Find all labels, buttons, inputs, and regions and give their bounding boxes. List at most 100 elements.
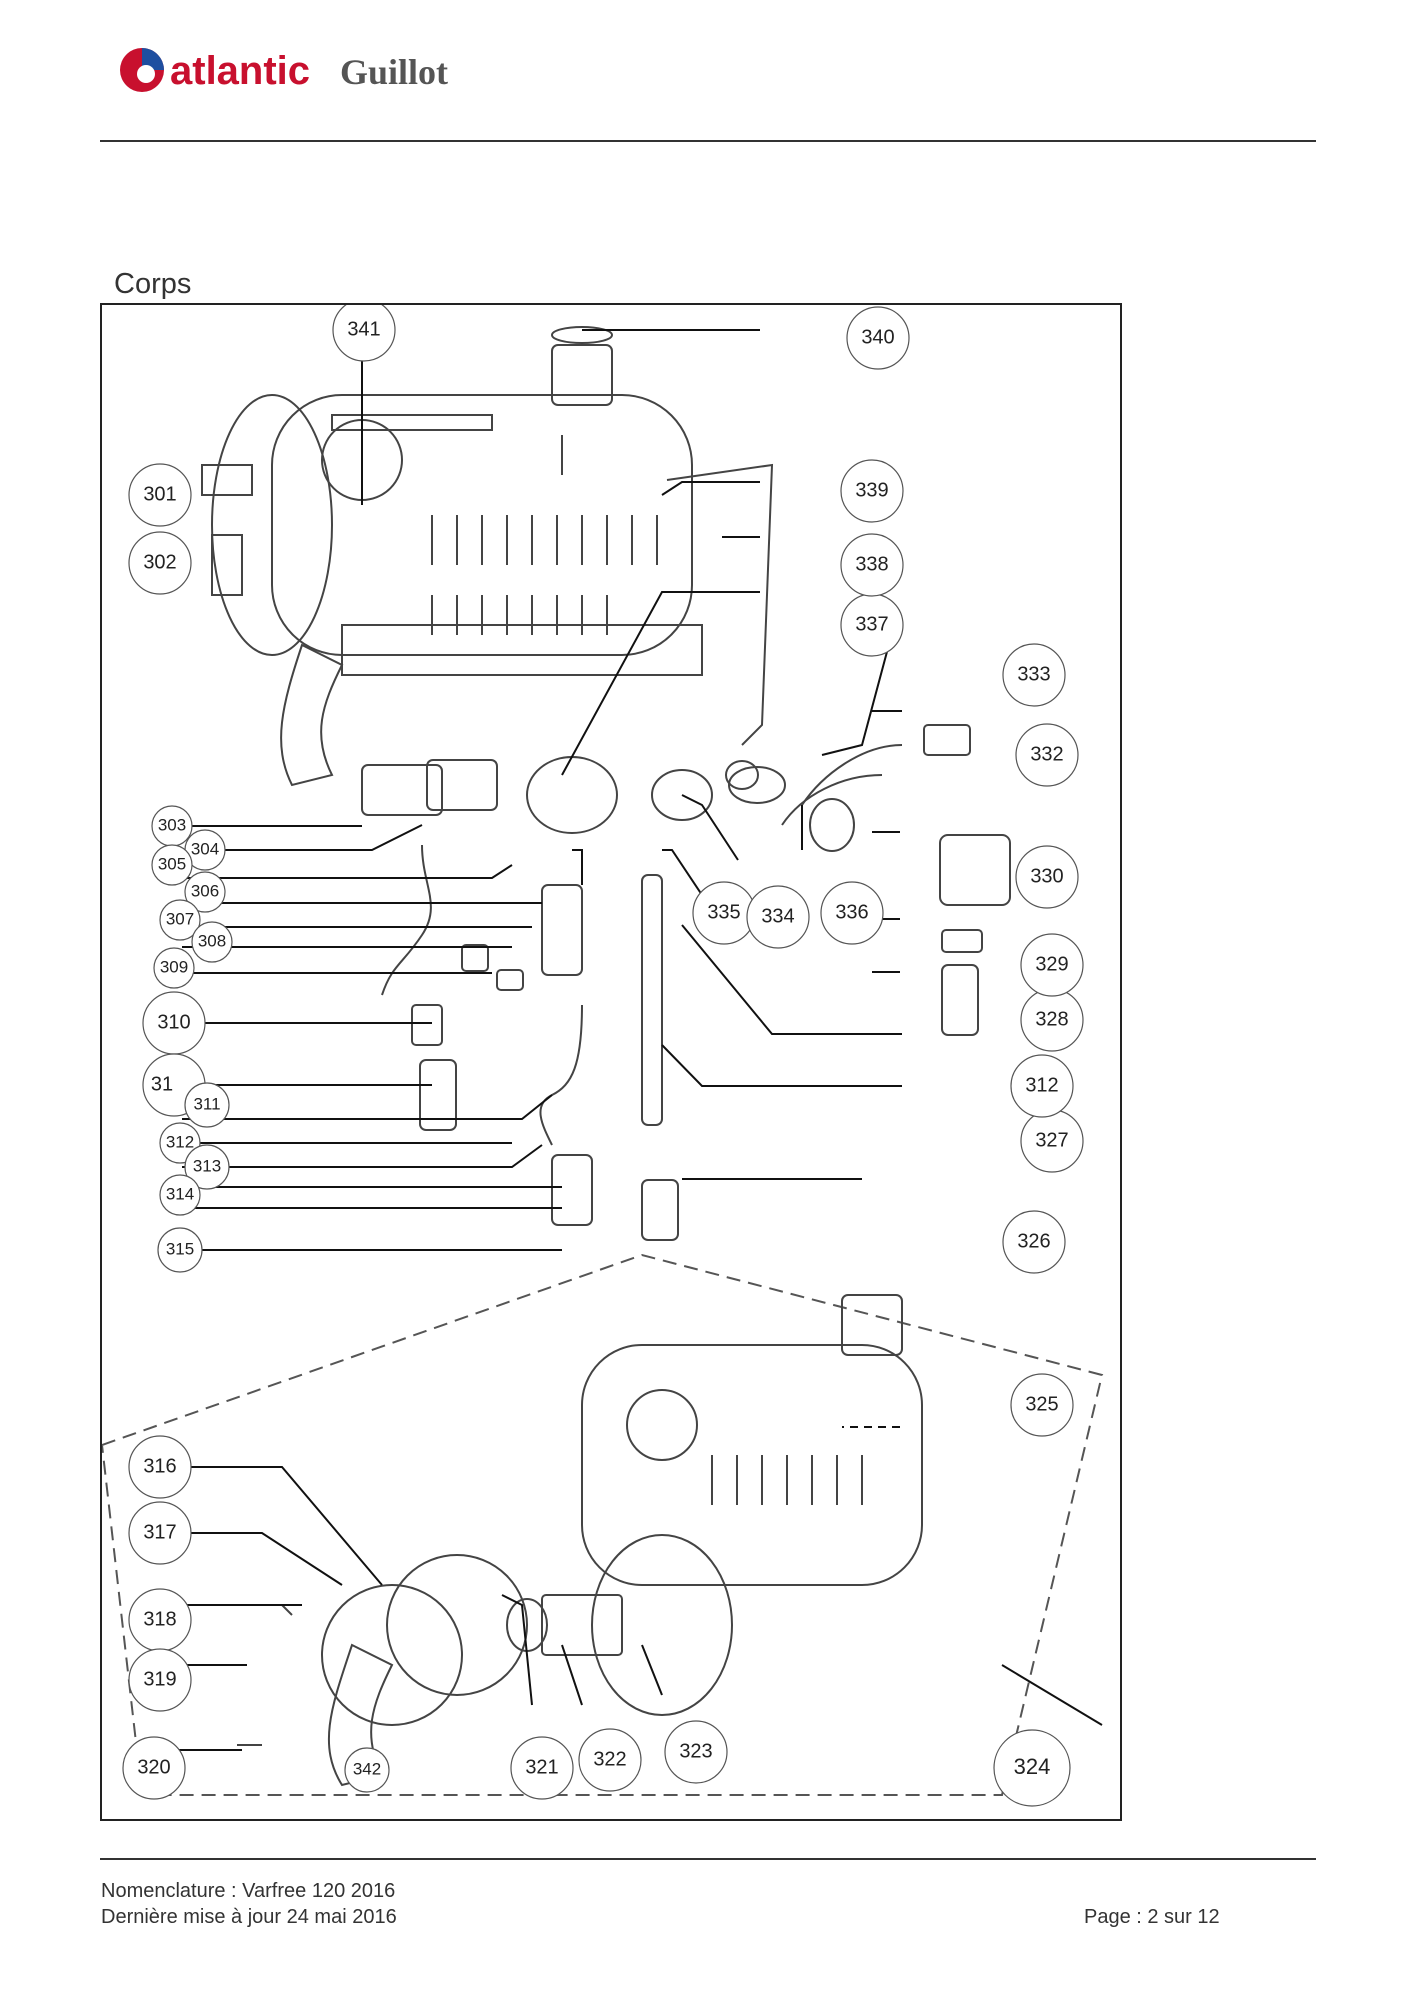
svg-text:311: 311 [193,1094,220,1113]
svg-text:307: 307 [166,909,194,928]
callout-311: 311 [184,1082,230,1128]
callout-309: 309 [153,947,195,989]
atlantic-guillot-logo: atlantic Guillot [120,48,448,93]
callout-314: 314 [159,1174,201,1216]
callout-324: 324 [993,1729,1071,1807]
callout-323: 323 [664,1720,728,1784]
svg-text:305: 305 [158,854,186,873]
callout-313: 313 [184,1144,230,1190]
svg-text:323: 323 [679,1740,712,1762]
svg-text:330: 330 [1030,865,1063,887]
leader-lines [172,329,1103,1751]
callout-337: 337 [840,593,904,657]
footer-divider [100,1858,1316,1860]
callout-302: 302 [128,531,192,595]
callout-308: 308 [191,921,233,963]
callout-342: 342 [344,1747,390,1793]
svg-text:312: 312 [1025,1074,1058,1096]
callout-325: 325 [1010,1373,1074,1437]
callout-322: 322 [578,1728,642,1792]
svg-text:304: 304 [191,839,219,858]
brand-primary: atlantic [170,49,310,93]
callout-316: 316 [128,1435,192,1499]
svg-text:321: 321 [525,1756,558,1778]
svg-text:335: 335 [707,901,740,923]
svg-text:308: 308 [198,931,226,950]
svg-text:312: 312 [166,1132,194,1151]
svg-text:334: 334 [761,905,794,927]
callout-336: 336 [820,881,884,945]
callout-321: 321 [510,1736,574,1800]
callout-317: 317 [128,1501,192,1565]
callout-312-right: 312 [1010,1054,1074,1118]
svg-text:303: 303 [158,815,186,834]
svg-text:329: 329 [1035,953,1068,975]
kit-illustration [237,1294,923,1787]
footer-last-update: Dernière mise à jour 24 mai 2016 [101,1906,397,1928]
kit-outline [102,1253,1104,1796]
callout-326: 326 [1002,1210,1066,1274]
svg-text:313: 313 [193,1156,221,1175]
svg-text:322: 322 [593,1748,626,1770]
callout-327: 327 [1020,1109,1084,1173]
svg-text:301: 301 [143,483,176,505]
svg-text:325: 325 [1025,1393,1058,1415]
callout-320: 320 [122,1736,186,1800]
callout-335: 335 [692,881,756,945]
svg-text:326: 326 [1017,1230,1050,1252]
callout-319: 319 [128,1648,192,1712]
svg-text:310: 310 [157,1011,190,1033]
callout-301: 301 [128,463,192,527]
callout-304: 304 [184,829,226,871]
svg-text:319: 319 [143,1668,176,1690]
svg-text:341: 341 [347,318,380,340]
callout-334: 334 [746,885,810,949]
callout-315: 315 [157,1227,203,1273]
callout-333: 333 [1002,643,1066,707]
boiler-body-illustration [211,326,713,834]
svg-text:309: 309 [160,957,188,976]
svg-text:318: 318 [143,1608,176,1630]
callout-305: 305 [151,844,193,886]
svg-text:31: 31 [151,1073,173,1095]
callout-332: 332 [1015,723,1079,787]
section-title: Corps [114,268,192,300]
svg-text:324: 324 [1014,1754,1051,1779]
exploded-parts-diagram: 301 302 303 304 305 306 307 308 309 310 … [102,305,1104,1807]
footer-nomenclature: Nomenclature : Varfree 120 2016 [101,1880,396,1902]
svg-text:336: 336 [835,901,868,923]
svg-text:339: 339 [855,479,888,501]
callout-340: 340 [846,306,910,370]
svg-text:333: 333 [1017,663,1050,685]
callout-328: 328 [1020,988,1084,1052]
svg-text:320: 320 [137,1756,170,1778]
callout-306: 306 [184,871,226,913]
svg-text:342: 342 [353,1759,381,1778]
svg-text:316: 316 [143,1455,176,1477]
svg-text:340: 340 [861,326,894,348]
svg-text:314: 314 [166,1184,194,1203]
callout-303: 303 [151,805,193,847]
svg-text:302: 302 [143,551,176,573]
callout-338: 338 [840,533,904,597]
callout-318: 318 [128,1588,192,1652]
svg-text:338: 338 [855,553,888,575]
svg-text:317: 317 [143,1521,176,1543]
callout-330: 330 [1015,845,1079,909]
svg-text:337: 337 [855,613,888,635]
callout-307: 307 [159,899,201,941]
brand-logo: atlantic Guillot [118,42,518,98]
brand-secondary: Guillot [340,52,448,92]
piping-illustration [201,435,1011,1241]
header-divider [100,140,1316,142]
callout-339: 339 [840,459,904,523]
svg-text:315: 315 [166,1239,194,1258]
callout-329: 329 [1020,933,1084,997]
svg-text:306: 306 [191,881,219,900]
svg-text:332: 332 [1030,743,1063,765]
callout-310: 310 [142,991,206,1055]
svg-text:328: 328 [1035,1008,1068,1030]
footer-page-number: Page : 2 sur 12 [1084,1906,1220,1928]
body-fins [431,515,658,635]
exploded-diagram-frame: 301 302 303 304 305 306 307 308 309 310 … [100,303,1122,1821]
